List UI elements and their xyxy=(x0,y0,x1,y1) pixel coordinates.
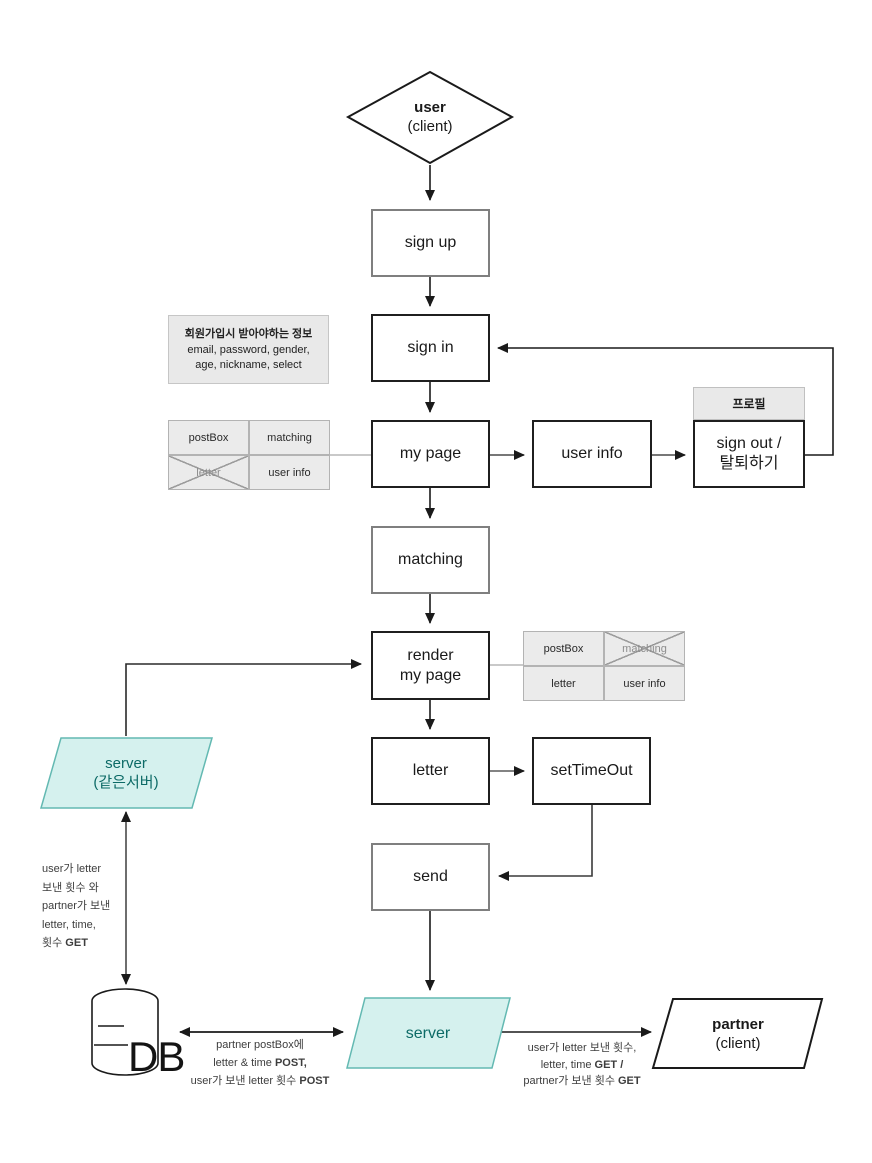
profile-header: 프로필 xyxy=(693,387,805,420)
cell-label: letter xyxy=(196,466,221,479)
render-table-cell-userinfo: user info xyxy=(604,666,685,701)
send-label: send xyxy=(413,868,448,885)
sign-out-line1: sign out / xyxy=(716,435,782,452)
render-line1: render xyxy=(407,646,454,664)
my-page-table-cell-postbox: postBox xyxy=(168,420,249,455)
user-client-subtitle: (client) xyxy=(407,118,453,135)
letter-label: letter xyxy=(412,762,449,779)
node-letter: letter xyxy=(371,737,490,805)
server-bottom-label: server xyxy=(405,1024,451,1042)
note-line: 보낸 횟수 와 xyxy=(42,881,99,894)
profile-header-label: 프로필 xyxy=(732,397,766,411)
cell-label: postBox xyxy=(543,642,584,655)
my-page-label: my page xyxy=(399,445,462,462)
note-line: 횟수 GET xyxy=(42,937,88,949)
my-page-table-cell-userinfo: user info xyxy=(249,455,330,490)
cell-label: postBox xyxy=(188,431,229,444)
render-table: postBox matching letter user info xyxy=(523,631,685,701)
note-line: user가 letter 보낸 횟수, xyxy=(527,1042,637,1054)
cell-label: matching xyxy=(267,431,312,444)
my-page-table-cell-letter-crossed: letter xyxy=(168,455,249,490)
node-sign-up: sign up xyxy=(371,209,490,277)
arrow-signout-signin xyxy=(497,343,834,456)
server-same-parallelogram xyxy=(40,737,213,809)
partner-subtitle: (client) xyxy=(715,1035,761,1052)
node-user-client: user (client) xyxy=(370,93,490,141)
node-sign-in: sign in xyxy=(371,314,490,382)
set-timeout-label: setTimeOut xyxy=(550,762,633,779)
note-line: letter, time, xyxy=(42,918,96,931)
arrow-settimeout-send xyxy=(498,805,593,881)
node-server-same: server (같은서버) xyxy=(51,751,201,795)
sign-up-label: sign up xyxy=(404,234,457,251)
server-bottom-parallelogram xyxy=(346,997,511,1069)
node-my-page: my page xyxy=(371,420,490,488)
note-line: partner가 보낸 xyxy=(42,900,111,912)
cell-label: matching xyxy=(622,642,667,655)
node-sign-out: sign out / 탈퇴하기 xyxy=(693,420,805,488)
note-line: letter, time GET / xyxy=(540,1058,624,1071)
server-same-subtitle: (같은서버) xyxy=(93,774,159,791)
sign-in-label: sign in xyxy=(407,339,454,356)
signup-info-title: 회원가입시 받아야하는 정보 xyxy=(184,327,313,340)
node-set-timeout: setTimeOut xyxy=(532,737,651,805)
my-page-table: postBox matching letter user info xyxy=(168,420,330,490)
user-client-diamond xyxy=(345,70,515,165)
partner-parallelogram xyxy=(651,998,824,1069)
cell-label: user info xyxy=(268,466,311,479)
signup-info-line1: email, password, gender, xyxy=(187,343,310,356)
partner-title: partner xyxy=(712,1016,764,1033)
signup-info-note: 회원가입시 받아야하는 정보 email, password, gender, … xyxy=(168,315,329,384)
db-label: DB xyxy=(128,1033,185,1080)
note-line: partner가 보낸 횟수 GET xyxy=(523,1075,641,1087)
node-send: send xyxy=(371,843,490,911)
partner-get-note: user가 letter 보낸 횟수, letter, time GET / p… xyxy=(498,1040,666,1090)
cell-label: user info xyxy=(623,677,666,690)
node-user-info: user info xyxy=(532,420,652,488)
note-line: partner postBox에 xyxy=(216,1039,304,1051)
note-line: user가 보낸 letter 횟수 POST xyxy=(190,1075,330,1087)
sign-out-line2: 탈퇴하기 xyxy=(719,455,779,472)
node-partner-client: partner (client) xyxy=(663,1012,813,1056)
arrow-serversame-render xyxy=(125,659,362,736)
note-line: letter & time POST, xyxy=(213,1057,307,1069)
db-cylinder xyxy=(91,988,159,1076)
cell-label: letter xyxy=(551,677,576,690)
left-note: user가 letter 보낸 횟수 와 partner가 보낸 letter,… xyxy=(42,860,157,953)
node-server-bottom: server xyxy=(363,1022,493,1044)
db-post-note: partner postBox에 letter & time POST, use… xyxy=(180,1036,340,1090)
note-line: user가 letter xyxy=(42,863,102,875)
render-line2: my page xyxy=(399,666,462,684)
node-render-my-page: render my page xyxy=(371,631,490,700)
signup-info-line2: age, nickname, select xyxy=(195,358,302,371)
server-same-title: server xyxy=(105,755,147,772)
render-table-cell-letter: letter xyxy=(523,666,604,701)
matching-label: matching xyxy=(398,551,463,568)
render-table-cell-postbox: postBox xyxy=(523,631,604,666)
node-matching: matching xyxy=(371,526,490,594)
render-table-cell-matching-crossed: matching xyxy=(604,631,685,666)
my-page-table-cell-matching: matching xyxy=(249,420,330,455)
user-info-label: user info xyxy=(561,445,623,462)
user-client-title: user xyxy=(414,99,446,116)
